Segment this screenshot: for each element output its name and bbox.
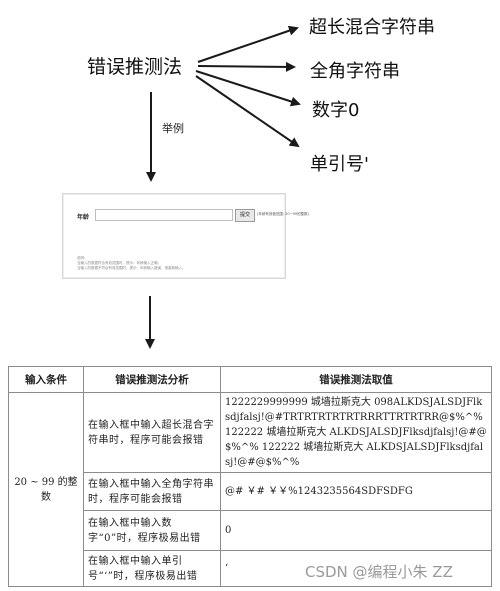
notes: 说明: 当输入的数据符合有效范围时，提示：年龄输入正确； 当输入的数据不符合有效…: [77, 256, 186, 271]
header-value: 错误推测法取值: [220, 366, 492, 393]
arrow-to-branch-2: [197, 61, 296, 72]
submit-button: 提交: [235, 209, 255, 222]
guessing-table: 输入条件 错误推测法分析 错误推测法取值 20 ~ 99 的整数 在输入框中输入…: [8, 366, 492, 587]
form-screenshot: 年龄 提交 (年龄有效值范围: 20~99的整数) 说明: 当输入的数据符合有效…: [62, 193, 309, 279]
notes-title: 说明:: [77, 256, 86, 260]
analysis-cell: 在输入框中输入单引号“‘”时，程序极易出错: [83, 550, 221, 587]
table-row: 在输入框中输入数字“0”时，程序极易出错 0: [9, 510, 492, 551]
value-cell: 1222229999999 城墙拉斯克大 098ALKDSJALSDJFlksd…: [220, 392, 492, 473]
branch-long-string: 超长混合字符串: [309, 17, 435, 38]
value-cell: @# ￥# ￥￥%1243235564SDFSDFG: [220, 472, 492, 511]
root-node: 错误推测法: [87, 56, 183, 78]
branch-fullwidth-string: 全角字符串: [310, 61, 400, 82]
branch-zero: 数字0: [312, 100, 360, 121]
range-hint: (年龄有效值范围: 20~99的整数): [257, 212, 309, 216]
arrow-to-branch-1: [197, 25, 299, 63]
example-label: 举例: [162, 122, 184, 135]
value-cell: 0: [220, 510, 492, 551]
value-cell: ‘: [220, 550, 492, 587]
watermark: CSDN @编程小朱 ZZ: [305, 563, 453, 581]
analysis-cell: 在输入框中输入全角字符串时，程序可能会报错: [83, 472, 221, 511]
analysis-cell: 在输入框中输入数字“0”时，程序极易出错: [83, 510, 221, 551]
arrow-to-branch-4: [195, 75, 300, 148]
table-row: 在输入框中输入单引号“‘”时，程序极易出错 ‘: [9, 550, 492, 587]
note-line-2: 当输入的数据不符合有效范围时，提示：年龄输入错误，请重新输入。: [77, 266, 186, 270]
analysis-cell: 在输入框中输入超长混合字符串时，程序可能会报错: [83, 392, 221, 473]
header-condition: 输入条件: [8, 366, 84, 393]
header-analysis: 错误推测法分析: [83, 366, 221, 393]
age-input: [95, 209, 233, 221]
table-header-row: 输入条件 错误推测法分析 错误推测法取值: [8, 366, 492, 393]
branch-single-quote: 单引号': [310, 154, 369, 175]
note-line-1: 当输入的数据符合有效范围时，提示：年龄输入正确；: [77, 261, 161, 265]
arrow-to-branch-3: [195, 70, 301, 107]
condition-cell: 20 ~ 99 的整数: [8, 392, 84, 587]
age-label: 年龄: [77, 214, 90, 221]
table-row: 20 ~ 99 的整数 在输入框中输入超长混合字符串时，程序可能会报错 1222…: [8, 392, 492, 587]
